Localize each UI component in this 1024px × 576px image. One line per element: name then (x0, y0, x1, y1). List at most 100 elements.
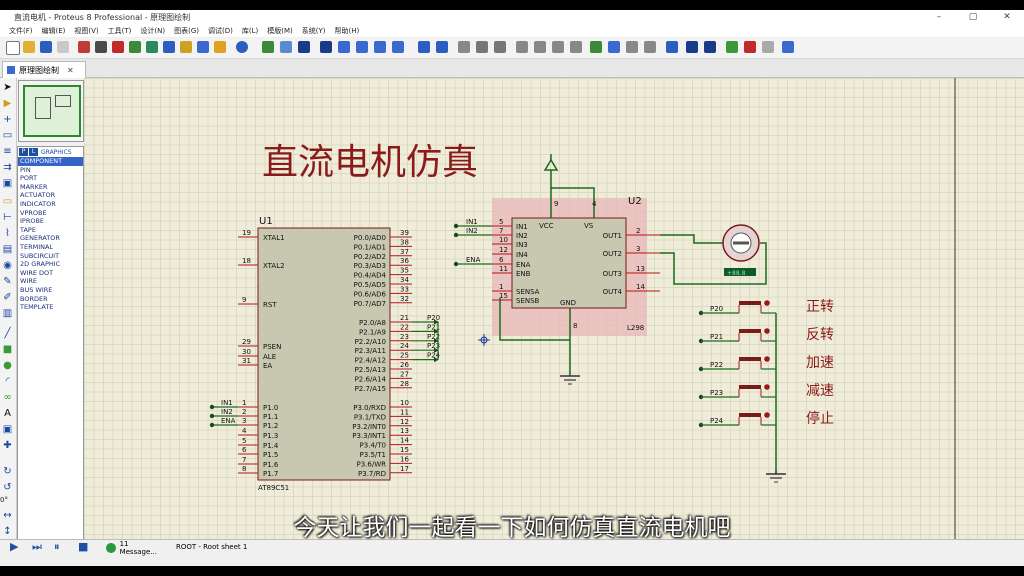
text-script-icon[interactable]: ≡ (3, 146, 12, 157)
pause-button-icon[interactable]: ⏸ (54, 540, 60, 553)
schematic-icon[interactable] (95, 41, 107, 53)
graph-icon[interactable]: ⌇ (5, 228, 10, 239)
device-list-item[interactable]: BORDER (20, 294, 48, 303)
step-button-icon[interactable]: ⏭ (32, 540, 42, 553)
3d-view-icon[interactable] (129, 41, 141, 53)
goto-sheet-icon[interactable] (762, 41, 774, 53)
junction-dot-icon[interactable]: + (3, 114, 12, 125)
device-pins-icon[interactable]: ⊢ (3, 212, 12, 223)
menu-help[interactable]: 帮助(H) (334, 26, 360, 35)
wire-label-icon[interactable]: ▭ (2, 130, 13, 141)
copy-icon[interactable] (476, 41, 488, 53)
bom-icon[interactable] (180, 41, 192, 53)
menu-system[interactable]: 系统(Y) (301, 26, 326, 35)
tab-close-icon[interactable]: ✕ (67, 65, 74, 75)
menu-debug[interactable]: 调试(D) (208, 26, 233, 35)
new-sheet-icon[interactable] (726, 41, 738, 53)
marker-2d-icon[interactable]: ✚ (3, 440, 12, 451)
push-button-actuator[interactable] (764, 384, 770, 390)
line-2d-icon[interactable]: ╱ (4, 328, 11, 339)
device-list-item[interactable]: PORT (20, 174, 38, 183)
l298-body[interactable] (511, 217, 627, 309)
grid-icon[interactable] (280, 41, 292, 53)
device-list-item[interactable]: WIRE DOT (20, 268, 54, 277)
push-button-cap[interactable] (739, 357, 761, 361)
device-list-item[interactable]: INDICATOR (20, 199, 56, 208)
at89c51-body[interactable] (257, 227, 391, 481)
play-button-icon[interactable]: ▶ (10, 540, 19, 553)
push-button-actuator[interactable] (764, 356, 770, 362)
paste-icon[interactable] (494, 41, 506, 53)
zoom-in-icon[interactable] (338, 41, 350, 53)
buses-icon[interactable]: ⇉ (3, 162, 12, 173)
overview-window[interactable] (18, 80, 84, 142)
close-window-button[interactable]: ✕ (1003, 12, 1011, 22)
voltage-probe-icon[interactable]: ✎ (3, 276, 12, 287)
home-icon[interactable] (78, 41, 90, 53)
edit-design-icon[interactable] (782, 41, 794, 53)
push-button-cap[interactable] (739, 385, 761, 389)
block-rotate-icon[interactable] (552, 41, 564, 53)
virtual-instrument-icon[interactable]: ▥ (2, 308, 13, 319)
circle-2d-icon[interactable]: ● (3, 360, 12, 371)
terminals-icon[interactable]: ▭ (2, 196, 13, 207)
device-list-item[interactable]: ACTUATOR (20, 191, 56, 200)
generator-icon[interactable]: ◉ (3, 260, 12, 271)
remove-sheet-icon[interactable] (744, 41, 756, 53)
menu-template[interactable]: 模版(M) (267, 26, 293, 35)
menu-view[interactable]: 视图(V) (74, 26, 99, 35)
import-icon[interactable] (57, 41, 69, 53)
device-list-item[interactable]: IPROBE (20, 217, 45, 226)
device-list-item[interactable]: 2D GRAPHIC (20, 260, 61, 269)
block-delete-icon[interactable] (570, 41, 582, 53)
minimize-button[interactable]: – (936, 12, 942, 22)
help-icon[interactable] (236, 41, 248, 53)
tab-schematic-capture[interactable]: 原理图绘制 ✕ (2, 61, 86, 78)
current-probe-icon[interactable]: ✐ (3, 292, 12, 303)
tape-recorder-icon[interactable]: ▤ (2, 244, 13, 255)
new-file-icon[interactable] (6, 41, 20, 55)
menu-tools[interactable]: 工具(T) (107, 26, 132, 35)
cut-icon[interactable] (458, 41, 470, 53)
device-list-item[interactable]: MARKER (20, 182, 48, 191)
design-explorer-icon[interactable] (163, 41, 175, 53)
push-button-cap[interactable] (739, 301, 761, 305)
message-indicator[interactable]: 11 Message... (106, 540, 166, 556)
push-button-cap[interactable] (739, 413, 761, 417)
device-list-item[interactable]: TAPE (20, 225, 36, 234)
zoom-area-icon[interactable] (392, 41, 404, 53)
pcb-icon[interactable] (112, 41, 124, 53)
block-copy-icon[interactable] (516, 41, 528, 53)
redo-icon[interactable] (436, 41, 448, 53)
zoom-all-icon[interactable] (374, 41, 386, 53)
symbol-2d-icon[interactable]: ▣ (2, 424, 13, 435)
device-list-item[interactable]: SUBCIRCUIT (20, 251, 60, 260)
stop-button-icon[interactable]: ■ (78, 540, 89, 553)
notes-icon[interactable] (214, 41, 226, 53)
subcircuit-icon[interactable]: ▣ (2, 178, 13, 189)
device-list-item[interactable]: GENERATOR (20, 234, 60, 243)
device-list-item[interactable]: WIRE (20, 277, 37, 286)
pan-icon[interactable] (320, 41, 332, 53)
property-assign-icon[interactable] (704, 41, 716, 53)
gerber-icon[interactable] (146, 41, 158, 53)
rotate-anticlockwise-icon[interactable]: ↺ (3, 482, 12, 493)
selection-mode-icon[interactable]: ➤ (3, 82, 12, 93)
save-icon[interactable] (40, 41, 52, 53)
device-list-item[interactable]: TEMPLATE (20, 303, 54, 312)
packaging-tool-icon[interactable] (626, 41, 638, 53)
device-list-item[interactable]: VPROBE (20, 208, 47, 217)
rotate-clockwise-icon[interactable]: ↻ (3, 466, 12, 477)
decompose-icon[interactable] (644, 41, 656, 53)
device-list-item[interactable]: COMPONENT (18, 157, 83, 166)
pick-device-icon[interactable] (590, 41, 602, 53)
search-tag-icon[interactable] (686, 41, 698, 53)
menu-file[interactable]: 文件(F) (9, 26, 33, 35)
menu-graph[interactable]: 图表(G) (174, 26, 199, 35)
open-folder-icon[interactable] (23, 41, 35, 53)
menu-edit[interactable]: 编辑(E) (41, 26, 66, 35)
push-button-actuator[interactable] (764, 300, 770, 306)
zoom-out-icon[interactable] (356, 41, 368, 53)
refresh-icon[interactable] (262, 41, 274, 53)
